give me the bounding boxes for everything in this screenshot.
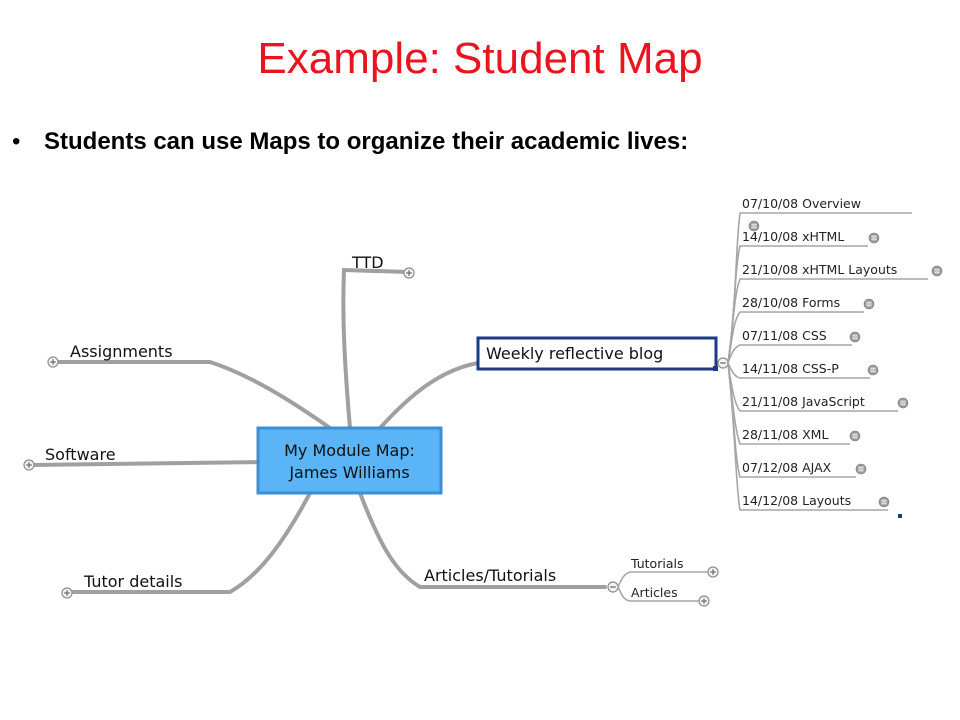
blog-entry-8[interactable]: 28/11/08 XML [742, 427, 828, 442]
note-icon[interactable] [868, 232, 880, 244]
weekly-blog-label: Weekly reflective blog [486, 344, 663, 363]
bullet-point: • Students can use Maps to organize their… [12, 128, 688, 156]
blog-entry-10[interactable]: 14/12/08 Layouts [742, 493, 851, 508]
blog-entry-5[interactable]: 07/11/08 CSS [742, 328, 827, 343]
branch-articles-label: Articles/Tutorials [424, 566, 556, 585]
expand-software-icon[interactable] [23, 459, 35, 471]
branch-assignments-label: Assignments [70, 342, 173, 361]
connector-ttd [341, 267, 410, 430]
connector-assignments [53, 360, 332, 430]
articles-child-tutorials[interactable]: Tutorials [630, 556, 683, 571]
weekly-blog-selection-handle [713, 366, 718, 371]
central-node[interactable] [256, 426, 443, 495]
connector-software [28, 460, 264, 467]
blog-entry-2[interactable]: 14/10/08 xHTML [742, 229, 844, 244]
blog-entry-7[interactable]: 21/11/08 JavaScript [742, 394, 865, 409]
collapse-weekly-blog-icon[interactable] [717, 357, 729, 369]
connector-articles [358, 491, 607, 589]
note-icon[interactable] [849, 331, 861, 343]
expand-tutor-details-icon[interactable] [61, 587, 73, 599]
blog-entry-1[interactable]: 07/10/08 Overview [742, 196, 861, 211]
branch-tutor-details-label: Tutor details [83, 572, 183, 591]
articles-children-connectors [617, 571, 712, 602]
slide-title: Example: Student Map [257, 34, 703, 83]
blog-entry-3[interactable]: 21/10/08 xHTML Layouts [742, 262, 897, 277]
expand-ttd-icon[interactable] [403, 267, 415, 279]
note-icon[interactable] [897, 397, 909, 409]
blog-entry-4[interactable]: 28/10/08 Forms [742, 295, 840, 310]
note-icon[interactable] [855, 463, 867, 475]
bullet-dot: • [12, 128, 21, 155]
blog-entry-6[interactable]: 14/11/08 CSS-P [742, 361, 839, 376]
note-icon[interactable] [863, 298, 875, 310]
blog-entries-connectors [727, 212, 928, 511]
articles-child-articles[interactable]: Articles [631, 585, 678, 600]
central-node-line2: James Williams [288, 463, 409, 482]
note-icon[interactable] [931, 265, 943, 277]
bullet-text: Students can use Maps to organize their … [44, 128, 689, 155]
collapse-articles-icon[interactable] [607, 581, 619, 593]
branch-ttd-label: TTD [351, 253, 384, 272]
central-node-line1: My Module Map: [284, 441, 415, 460]
expand-articles-icon[interactable] [698, 595, 710, 607]
blog-entry-9[interactable]: 07/12/08 AJAX [742, 460, 832, 475]
note-icon[interactable] [867, 364, 879, 376]
connector-tutor-details [63, 491, 312, 594]
blog-entry-10-selection-handle [898, 514, 902, 518]
expand-assignments-icon[interactable] [47, 356, 59, 368]
branch-software-label: Software [45, 445, 116, 464]
expand-tutorials-icon[interactable] [707, 566, 719, 578]
note-icon[interactable] [849, 430, 861, 442]
note-icon[interactable] [878, 496, 890, 508]
weekly-blog-node[interactable] [476, 336, 718, 371]
connector-weekly-blog [378, 361, 480, 430]
